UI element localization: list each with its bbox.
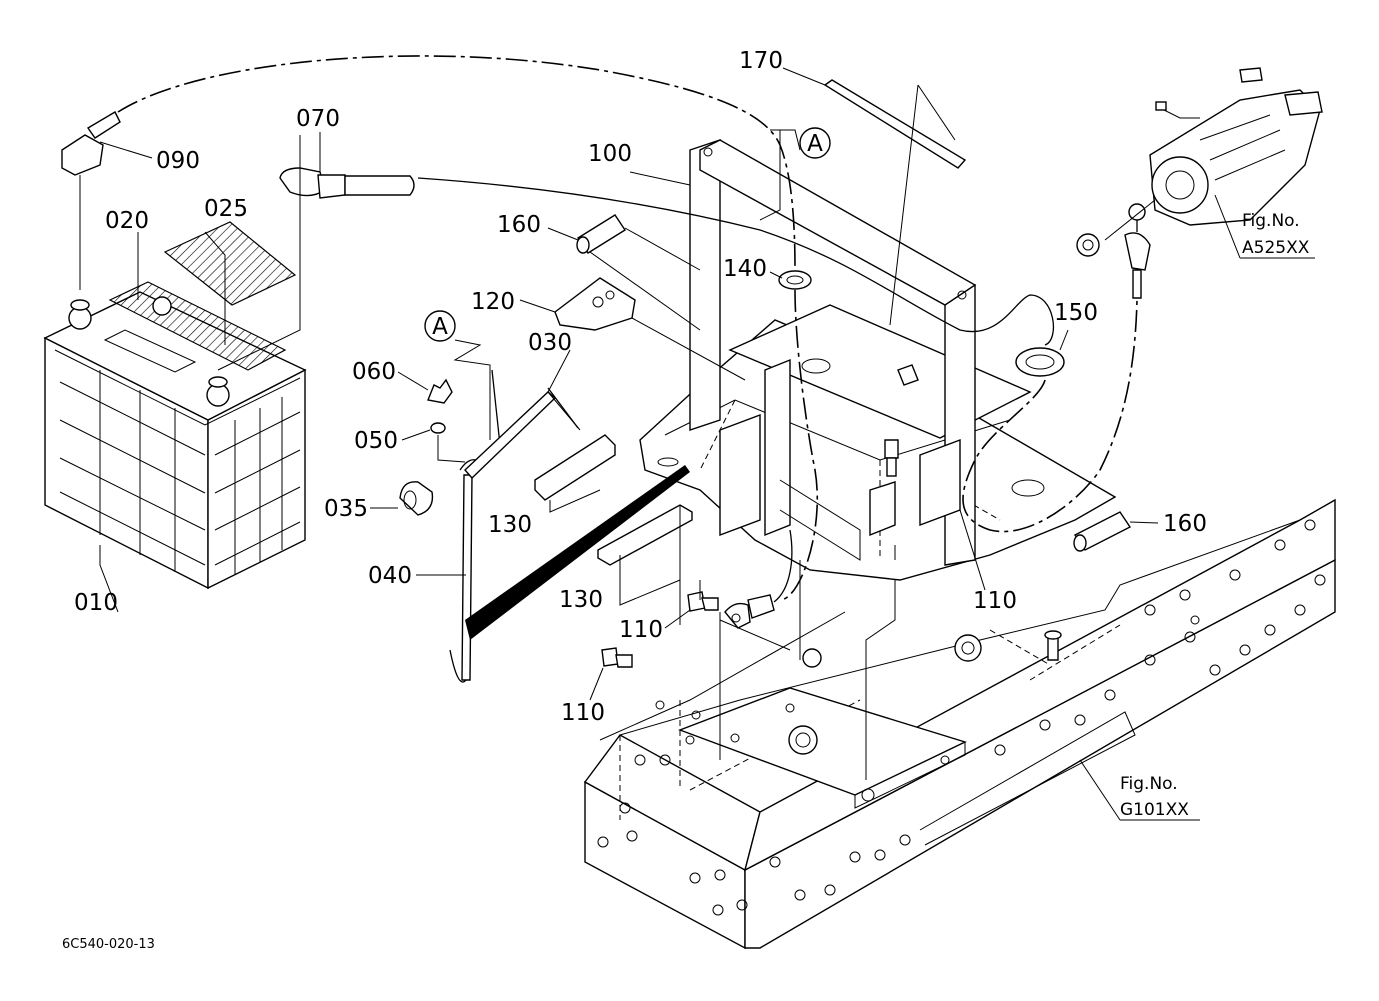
part-label-040: 040 (368, 563, 412, 589)
part-label-060: 060 (352, 359, 396, 385)
part-labels: 010 020 025 030 035 040 050 060 070 090 … (74, 48, 1207, 726)
part-label-170: 170 (739, 48, 783, 74)
battery (43, 281, 307, 590)
part-label-110: 110 (561, 700, 605, 726)
fig-number: A525XX (1242, 238, 1310, 258)
part-label-100: 100 (588, 141, 632, 167)
drawing-code: 6C540-020-13 (62, 937, 155, 952)
part-label-110: 110 (973, 588, 1017, 614)
reference-letter: A (432, 314, 448, 340)
part-label-130: 130 (488, 512, 532, 538)
starter-motor (1076, 67, 1323, 299)
part-label-120: 120 (471, 289, 515, 315)
part-label-070: 070 (296, 106, 340, 132)
part-label-025: 025 (204, 196, 248, 222)
bracket (554, 277, 636, 331)
cables (117, 55, 1138, 603)
reference-marker: A A (424, 127, 831, 342)
fig-caption: Fig.No. (1242, 211, 1300, 231)
chassis-frame (583, 498, 1336, 950)
part-label-130: 130 (559, 587, 603, 613)
rod (823, 79, 967, 169)
reference-letter: A (807, 131, 823, 157)
fig-caption: Fig.No. (1120, 774, 1178, 794)
part-label-010: 010 (74, 590, 118, 616)
part-label-090: 090 (156, 148, 200, 174)
part-label-160: 160 (497, 212, 541, 238)
part-label-020: 020 (105, 208, 149, 234)
part-label-150: 150 (1054, 300, 1098, 326)
fig-number: G101XX (1120, 800, 1189, 820)
part-label-110: 110 (619, 617, 663, 643)
battery-holder (639, 139, 1117, 581)
label-sticker (163, 221, 297, 306)
part-label-050: 050 (354, 428, 398, 454)
part-label-030: 030 (528, 330, 572, 356)
part-label-160: 160 (1163, 511, 1207, 537)
figure-references: Fig.No. A525XX Fig.No. G101XX (1120, 211, 1310, 820)
grommet (778, 270, 1065, 377)
leader-lines (79, 67, 1315, 821)
bolt (601, 591, 822, 668)
hold-down-hardware (399, 369, 690, 683)
part-label-035: 035 (324, 496, 368, 522)
hose (576, 214, 1132, 552)
battery-terminal (61, 111, 415, 199)
part-label-140: 140 (723, 256, 767, 282)
